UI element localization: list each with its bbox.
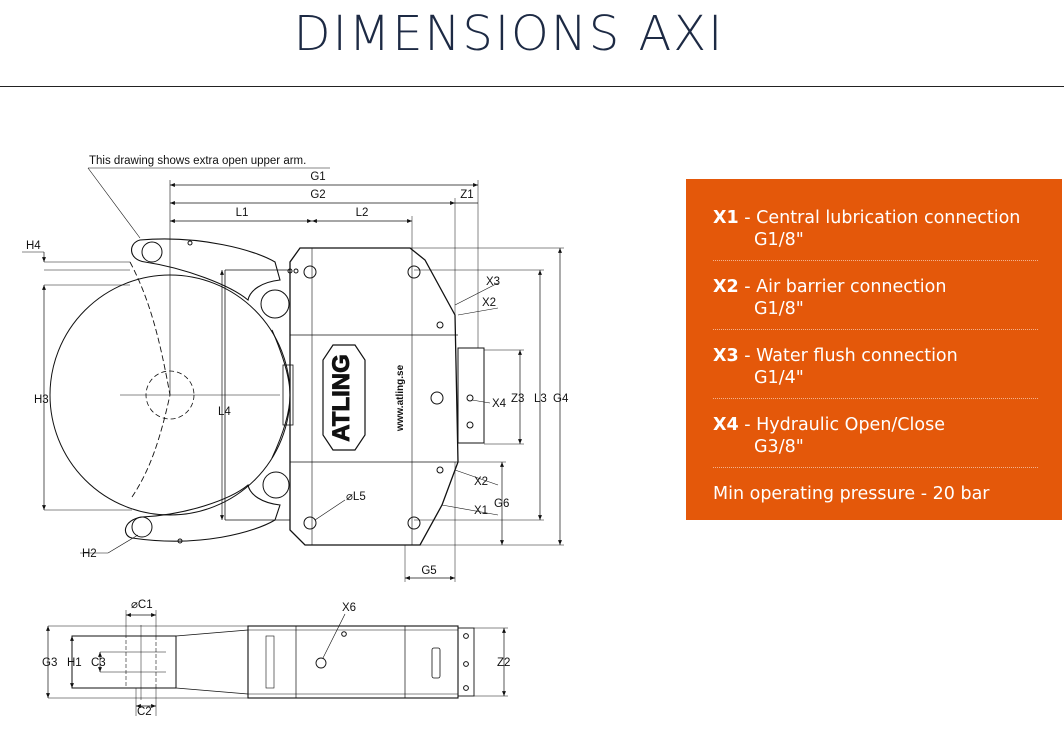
dim-X1: X1 — [474, 505, 488, 517]
dim-C2: C2 — [137, 706, 152, 718]
connection-code: X1 — [713, 208, 739, 228]
dim-X2-bottom: X2 — [474, 476, 488, 488]
dim-Z2: Z2 — [497, 657, 510, 669]
connection-item: X2 - Air barrier connection G1/8" — [713, 276, 1038, 330]
dim-Z3: Z3 — [511, 393, 524, 405]
connection-separator: - — [738, 415, 757, 435]
dim-G1: G1 — [310, 171, 325, 183]
dim-C1: ⌀C1 — [131, 599, 153, 611]
connection-spec: G1/8" — [754, 230, 804, 250]
connections-panel: X1 - Central lubrication connection G1/8… — [686, 179, 1062, 520]
connection-code: X3 — [713, 346, 739, 366]
connection-spec: G3/8" — [754, 437, 804, 457]
connection-desc: Hydraulic Open/Close — [756, 415, 945, 435]
dim-L5: ⌀L5 — [346, 491, 366, 503]
dim-X2-top: X2 — [482, 297, 496, 309]
connection-desc: Central lubrication connection — [756, 208, 1021, 228]
dim-G6: G6 — [494, 498, 509, 510]
title-divider — [0, 86, 1064, 87]
dim-H4: H4 — [26, 240, 41, 252]
side-view-body — [247, 625, 459, 699]
connection-desc: Water flush connection — [756, 346, 958, 366]
connection-desc: Air barrier connection — [756, 277, 947, 297]
connection-code: X2 — [713, 277, 739, 297]
dim-G4: G4 — [553, 393, 569, 405]
dim-L4: L4 — [218, 406, 231, 418]
connection-item: X4 - Hydraulic Open/Close G3/8" — [713, 414, 1038, 468]
dim-H1: H1 — [67, 657, 82, 669]
dim-X4: X4 — [492, 398, 507, 410]
dim-X6: X6 — [342, 602, 356, 614]
dim-X3: X3 — [486, 276, 500, 288]
connection-separator: - — [738, 208, 757, 228]
technical-drawing: ATLING www.atling.se This drawing shows … — [22, 155, 569, 718]
drawing-note: This drawing shows extra open upper arm. — [89, 155, 306, 167]
dim-G5: G5 — [421, 565, 436, 577]
dim-L3: L3 — [534, 393, 547, 405]
dim-L1: L1 — [236, 207, 249, 219]
dim-L2: L2 — [356, 207, 369, 219]
connection-separator: - — [738, 277, 757, 297]
dim-G3: G3 — [42, 657, 57, 669]
connection-item: X1 - Central lubrication connection G1/8… — [713, 207, 1038, 261]
dim-G2: G2 — [310, 189, 325, 201]
connection-item: X3 - Water flush connection G1/4" — [713, 345, 1038, 399]
connection-code: X4 — [713, 415, 739, 435]
dim-C3: C3 — [91, 657, 106, 669]
page-title: DIMENSIONS AXI — [293, 6, 725, 62]
dim-H2: H2 — [82, 548, 97, 560]
website-text: www.atling.se — [395, 364, 406, 432]
connection-spec: G1/4" — [754, 368, 804, 388]
connection-separator: - — [738, 346, 757, 366]
dim-H3: H3 — [34, 394, 49, 406]
min-pressure: Min operating pressure - 20 bar — [713, 484, 990, 504]
upper-arm — [131, 238, 281, 302]
dim-Z1: Z1 — [460, 189, 473, 201]
logo-text: ATLING — [328, 354, 355, 442]
connection-spec: G1/8" — [754, 299, 804, 319]
main-body — [289, 247, 459, 546]
